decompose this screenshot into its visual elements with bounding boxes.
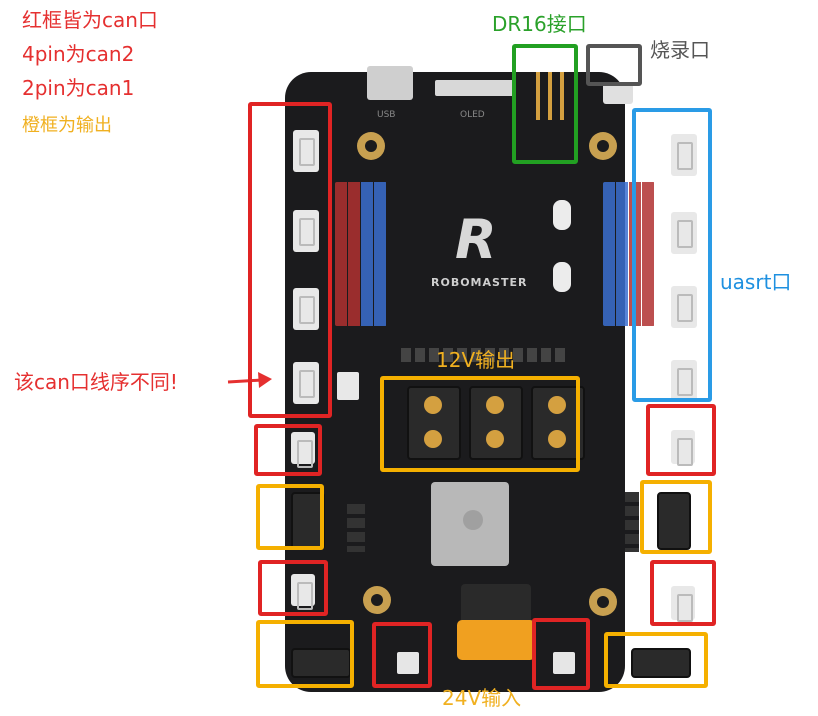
can1-box: [258, 560, 328, 616]
can1-connector: [291, 574, 315, 610]
xt30-12v-output: [469, 386, 523, 460]
output-box: [604, 632, 708, 688]
can-connector: [293, 362, 319, 404]
xt60-24v-input: [457, 620, 535, 660]
output-box: [256, 484, 324, 550]
dr16-box: [512, 44, 578, 164]
mount-hole: [363, 586, 391, 614]
board-button: [553, 200, 571, 230]
legend-text-orange-boxes: 橙框为输出: [22, 115, 112, 136]
can1-connector: [291, 432, 315, 468]
uart-box: [632, 108, 712, 402]
can-note-arrow: [227, 378, 263, 384]
oled-connector: [435, 80, 515, 96]
pin-header-left: [335, 182, 387, 326]
usb-silkscreen: USB: [377, 110, 396, 120]
can1-box: [646, 404, 716, 476]
can1-box: [372, 622, 432, 688]
burn-port-connector: [603, 82, 633, 104]
can1-box: [650, 560, 716, 626]
can1-connector: [671, 430, 695, 466]
legend-text-2pin: 2pin为can1: [22, 76, 135, 100]
uart-connector: [671, 212, 697, 254]
can-connector: [293, 130, 319, 172]
24v-input-label: 24V输入: [442, 686, 522, 710]
output-box: [256, 620, 354, 688]
inductor-mark: [463, 510, 483, 530]
uart-label: uasrt口: [720, 270, 792, 294]
brand-text: ROBOMASTER: [431, 276, 528, 289]
output-box: [640, 480, 712, 554]
output-12v-box: [380, 376, 580, 472]
pin-header-small: [625, 492, 639, 552]
mount-hole: [357, 132, 385, 160]
can-note-label: 该can口线序不同!: [14, 370, 178, 394]
can1-connector: [553, 652, 575, 674]
pin-header-right: [603, 182, 655, 326]
usb-port: [367, 66, 413, 100]
pin-header-12v: [401, 348, 569, 362]
12v-output-label: 12V输出: [436, 348, 516, 372]
uart-connector: [671, 134, 697, 176]
burn-port-box: [586, 44, 642, 86]
xt30-output: [657, 492, 691, 550]
can-note-arrowhead: [258, 372, 272, 388]
can1-connector: [397, 652, 419, 674]
pin-header-small: [347, 504, 365, 552]
xt30-output: [291, 492, 325, 550]
can-connector: [293, 210, 319, 252]
can1-box: [532, 618, 590, 690]
legend-text-4pin: 4pin为can2: [22, 42, 135, 66]
mount-hole: [589, 132, 617, 160]
board-button: [553, 262, 571, 292]
robomaster-board: USB OLED R ROBOMASTER: [285, 66, 697, 692]
legend-text-red-boxes: 红框皆为can口: [22, 8, 158, 32]
can-connector: [293, 288, 319, 330]
can1-connector: [671, 586, 695, 622]
can1-box: [254, 424, 322, 476]
burn-port-label: 烧录口: [650, 38, 710, 62]
xt30-output: [631, 648, 691, 678]
dr16-label: DR16接口: [492, 12, 587, 36]
robomaster-logo: R: [455, 208, 497, 271]
oled-silkscreen: OLED: [460, 110, 485, 120]
uart-connector: [671, 360, 697, 402]
uart-connector: [671, 286, 697, 328]
xt30-12v-output: [407, 386, 461, 460]
mount-hole: [589, 588, 617, 616]
can2-box-large: [248, 102, 332, 418]
dr16-pins: [530, 72, 570, 132]
dip-switch: [337, 372, 359, 400]
